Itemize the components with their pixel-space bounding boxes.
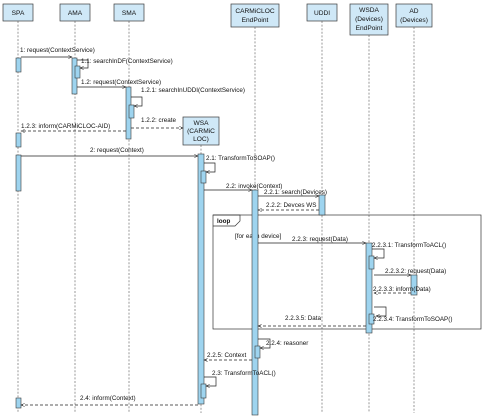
lifeline-sma: SMA [113,3,145,413]
activation-carmic-2-2-4 [254,345,261,359]
lifeline-ama-label: AMA [68,10,83,17]
lifeline-wsa-label-1: WSA [193,120,209,127]
message-2-2-3-1-label: 2.2.3.1: TransformToACL() [372,242,446,249]
message-2-1: 2.1: TransformToSOAP() [204,155,275,172]
message-1-2-3-label: 1.2.3: inform(CARMiCLOC-AID) [21,123,110,130]
message-1-2-1: 1.2.1: searchInUDDI(ContextService) [131,87,245,106]
activation-wsa-main [197,153,205,405]
message-2-4: 2.4: inform(Context) [21,395,198,405]
message-1-2-label: 1.2: request(ContextService) [81,79,161,86]
activation-spa-4 [15,397,22,409]
message-1-2-2: 1.2.2: create [131,117,183,128]
message-2-2-5: 2.2.5: Context [204,352,252,360]
activation-wsa-2-3 [200,383,207,399]
lifeline-uddi-label: UDDI [314,10,330,17]
message-1: 1: request(ContextService) [20,47,95,57]
lifeline-ad-label-2: (Devices) [400,17,428,24]
message-2-2-3-2: 2.2.3.2: request(Data) [374,268,446,275]
message-2-2-4-label: 2.2.4: reasoner [266,340,308,347]
message-2-2-2: 2.2.2: Devces WS [258,202,319,210]
activation-spa-1 [15,57,22,73]
message-2-label: 2: request(Context) [90,147,144,154]
activation-wsda-main [365,242,373,334]
message-2-2-3-2-label: 2.2.3.2: request(Data) [385,268,446,275]
message-2-3-label: 2.3: TransformToACL() [212,370,276,377]
message-2-2-3-3-label: 2.2.3.3: inform(Data) [373,286,431,293]
message-1-1-label: 1.1: searchInDF(ContextService) [81,58,173,65]
message-2-2-3-label: 2.2.3: request(Data) [292,236,348,243]
message-2-2-5-label: 2.2.5: Context [207,352,246,359]
message-2-4-label: 2.4: inform(Context) [80,395,136,402]
message-2-2-3-5-label: 2.2.3.5: Data [285,315,322,322]
message-1-label: 1: request(ContextService) [20,47,95,54]
lifeline-wsa-label-3: LOC) [193,136,209,143]
lifeline-wsda-label-2: (Devices) [355,16,383,23]
lifeline-ad: AD (Devices) [395,3,433,413]
loop-fragment-label: loop [217,218,230,225]
lifeline-carmicloc-label-2: EndPoint [242,17,269,24]
lifeline-carmicloc-label-1: CARMiCLOC [235,8,274,15]
message-2-2-3-1: 2.2.3.1: TransformToACL() [372,242,446,258]
message-2-2-1-label: 2.2.1: search(Devices) [264,189,327,196]
activation-wsa-2-1 [200,170,207,184]
activation-carmic-main [251,189,259,416]
activation-wsda-3-1 [368,255,375,270]
lifeline-spa: SPA [2,3,34,413]
message-2-1-label: 2.1: TransformToSOAP() [206,155,275,162]
message-2-2-3-3: 2.2.3.3: inform(Data) [373,286,431,293]
message-2-2-3-5: 2.2.3.5: Data [258,315,366,326]
message-1-2-2-label: 1.2.2: create [141,117,177,124]
message-2-2-2-label: 2.2.2: Devces WS [266,202,316,209]
activation-spa-2 [15,132,22,148]
message-2-2-3-4: 2.2.3.4: TransformToSOAP() [373,306,452,323]
lifeline-sma-label: SMA [122,10,137,17]
message-2: 2: request(Context) [21,147,198,156]
lifeline-uddi: UDDI [306,3,338,413]
lifeline-wsa: WSA (CARMiC LOC) [182,116,220,413]
message-2-2-3: 2.2.3: request(Data) [258,236,366,243]
lifeline-wsda: WSDA (Devices) EndPoint [349,3,389,413]
message-2-2: 2.2: invoke(Context) [204,183,282,190]
message-1-2-3: 1.2.3: inform(CARMiCLOC-AID) [21,123,126,131]
activation-ad [410,274,418,296]
message-2-2-3-4-label: 2.2.3.4: TransformToSOAP() [373,316,452,323]
activation-spa-3 [15,154,22,192]
lifeline-wsda-label-1: WSDA [359,7,379,14]
message-2-2-1: 2.2.1: search(Devices) [258,189,327,196]
message-1-2-1-label: 1.2.1: searchInUDDI(ContextService) [141,87,245,94]
lifeline-spa-label: SPA [12,10,25,17]
message-1-1: 1.1: searchInDF(ContextService) [77,58,173,68]
activation-wsda-3-4 [368,313,375,325]
message-2-2-4: 2.2.4: reasoner [258,338,308,348]
lifeline-ad-label-1: AD [409,8,418,15]
message-2-3: 2.3: TransformToACL() [204,370,276,386]
message-2-2-label: 2.2: invoke(Context) [226,183,282,190]
activation-uddi [318,194,326,216]
lifeline-wsa-label-2: (CARMiC [187,128,215,135]
activation-ama-2 [74,65,81,79]
activation-sma-2 [128,104,135,119]
lifeline-wsda-label-3: EndPoint [356,25,383,32]
message-1-2: 1.2: request(ContextService) [77,79,161,87]
